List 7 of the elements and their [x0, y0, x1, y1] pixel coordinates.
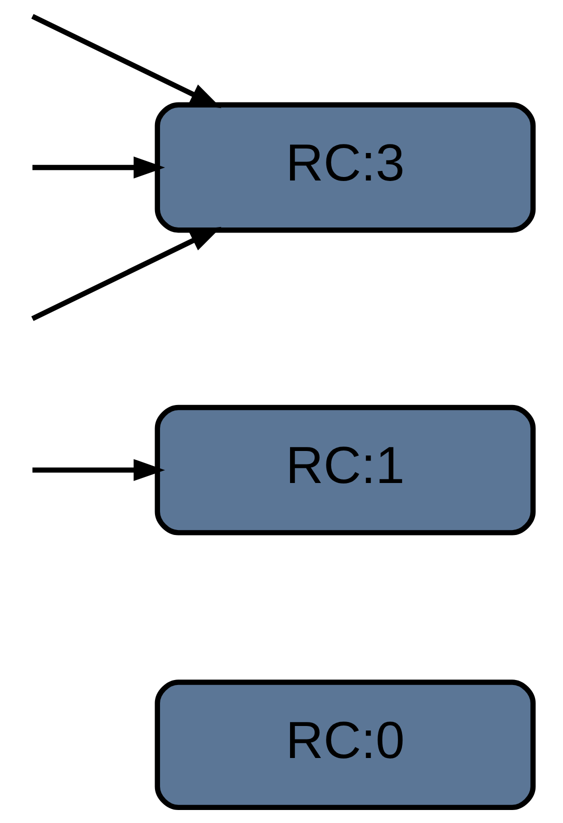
arrow — [30, 226, 221, 322]
arrow — [32, 459, 165, 482]
arrow — [30, 14, 221, 108]
node-box: RC:1 — [154, 404, 536, 536]
node-box: RC:3 — [154, 102, 536, 233]
node-box: RC:0 — [154, 680, 536, 810]
arrow — [32, 156, 165, 178]
